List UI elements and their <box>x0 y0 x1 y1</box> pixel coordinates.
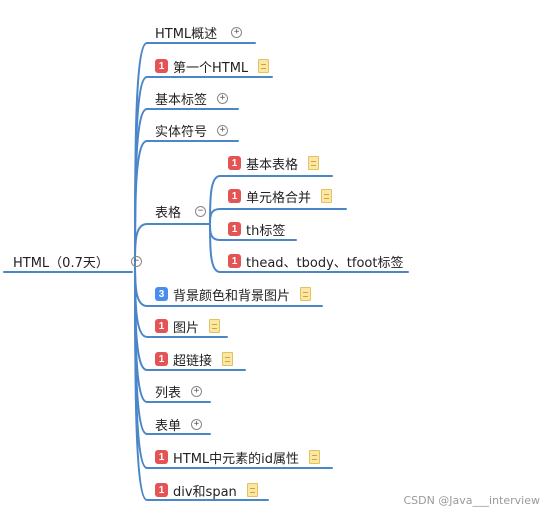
branch-connector <box>134 223 211 263</box>
branch-label: 列表 <box>155 385 182 401</box>
child-th-tag[interactable]: 1 th标签 <box>228 218 285 240</box>
branch-label: div和span <box>173 484 237 500</box>
child-basic-table[interactable]: 1 基本表格 <box>228 152 320 174</box>
branch-label: 基本标签 <box>155 92 208 108</box>
branch-label: 背景颜色和背景图片 <box>173 288 291 304</box>
sub-branch-connector <box>209 223 409 273</box>
branch-hyperlinks[interactable]: 1 超链接 <box>155 348 234 370</box>
expand-icon[interactable]: + <box>191 418 203 430</box>
branch-images[interactable]: 1 图片 <box>155 315 221 337</box>
note-icon[interactable] <box>300 287 312 301</box>
branch-entities[interactable]: 实体符号 + <box>155 119 229 141</box>
priority-badge: 1 <box>155 59 168 73</box>
branch-label: 表格 <box>155 205 182 221</box>
priority-badge: 1 <box>228 254 241 268</box>
expand-icon[interactable]: + <box>217 92 229 104</box>
child-cell-merge[interactable]: 1 单元格合并 <box>228 185 333 207</box>
note-icon[interactable] <box>258 59 270 73</box>
branch-id-attribute[interactable]: 1 HTML中元素的id属性 <box>155 446 321 468</box>
expand-icon[interactable]: + <box>191 385 203 397</box>
note-icon[interactable] <box>209 319 221 333</box>
note-icon[interactable] <box>309 450 321 464</box>
priority-badge: 1 <box>228 189 241 203</box>
root-label: HTML（0.7天） <box>13 255 109 271</box>
branch-lists[interactable]: 列表 + <box>155 380 203 402</box>
child-label: thead、tbody、tfoot标签 <box>246 255 404 271</box>
priority-badge: 1 <box>155 352 168 366</box>
branch-label: 超链接 <box>173 353 213 369</box>
branch-label: HTML中元素的id属性 <box>173 451 300 467</box>
branch-label: 第一个HTML <box>173 60 249 76</box>
branch-table[interactable]: 表格 − <box>155 200 207 222</box>
watermark: CSDN @Java___interview <box>403 494 540 507</box>
note-icon[interactable] <box>246 483 258 497</box>
note-icon[interactable] <box>321 189 333 203</box>
collapse-icon[interactable]: − <box>195 205 207 217</box>
priority-badge: 1 <box>228 222 241 236</box>
child-label: 基本表格 <box>246 157 299 173</box>
branch-first-html[interactable]: 1 第一个HTML <box>155 55 270 77</box>
child-label: th标签 <box>246 223 286 239</box>
child-label: 单元格合并 <box>246 190 312 206</box>
root-node[interactable]: HTML（0.7天） − <box>13 250 142 272</box>
branch-background[interactable]: 3 背景颜色和背景图片 <box>155 283 312 305</box>
priority-badge: 1 <box>155 483 168 497</box>
priority-badge: 1 <box>155 319 168 333</box>
note-icon[interactable] <box>308 156 320 170</box>
branch-div-span[interactable]: 1 div和span <box>155 479 258 501</box>
branch-connector <box>134 261 269 501</box>
priority-badge: 1 <box>155 450 168 464</box>
priority-badge: 1 <box>228 156 241 170</box>
expand-icon[interactable]: + <box>231 26 243 38</box>
branch-html-overview[interactable]: HTML概述 + <box>155 21 243 43</box>
collapse-icon[interactable]: − <box>130 255 142 267</box>
sub-branch-connector <box>209 208 347 225</box>
note-icon[interactable] <box>222 352 234 366</box>
branch-basic-tags[interactable]: 基本标签 + <box>155 87 229 109</box>
child-thead-tbody-tfoot[interactable]: 1 thead、tbody、tfoot标签 <box>228 250 403 272</box>
branch-forms[interactable]: 表单 + <box>155 413 203 435</box>
branch-label: 实体符号 <box>155 124 208 140</box>
branch-label: HTML概述 <box>155 26 218 42</box>
priority-badge: 3 <box>155 287 168 301</box>
branch-label: 图片 <box>173 320 200 336</box>
expand-icon[interactable]: + <box>217 124 229 136</box>
branch-label: 表单 <box>155 418 182 434</box>
